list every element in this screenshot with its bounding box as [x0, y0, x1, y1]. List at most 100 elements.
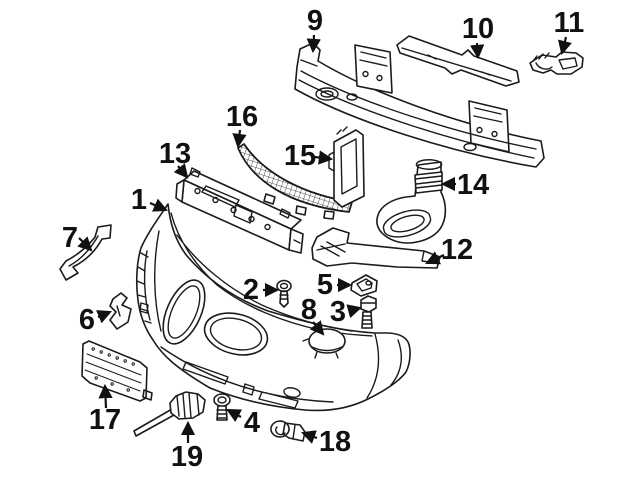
part-6-bracket [109, 292, 132, 330]
part-13-energy-absorber [175, 167, 304, 254]
callout-16[interactable]: 16 [226, 101, 258, 149]
callout-3[interactable]: 3 [330, 296, 363, 328]
callout-number[interactable]: 17 [89, 404, 121, 436]
part-18-park-sensor [270, 420, 306, 442]
part-11-side-bracket [529, 51, 584, 75]
callout-arrow [470, 42, 485, 60]
callout-number[interactable]: 7 [62, 222, 78, 254]
part-5-clip-nut [350, 274, 378, 297]
callout-8[interactable]: 8 [301, 294, 325, 336]
sensor-body [169, 391, 206, 420]
callout-number[interactable]: 6 [79, 304, 95, 336]
part-1-bumper-cover [135, 203, 411, 412]
part-16-center-grille-mesh [237, 143, 353, 220]
callout-2[interactable]: 2 [243, 274, 280, 306]
callout-arrow [314, 150, 334, 165]
part-3-bolt [360, 295, 377, 329]
callout-number[interactable]: 8 [301, 294, 317, 326]
part-17-license-plate-bracket [81, 340, 153, 402]
callout-10[interactable]: 10 [462, 13, 494, 60]
callout-arrow [226, 408, 243, 423]
rib-lines [414, 175, 443, 189]
callout-number[interactable]: 11 [554, 7, 585, 39]
detail-lines [136, 212, 403, 409]
detail-lines [298, 51, 537, 159]
callout-number[interactable]: 12 [441, 234, 473, 266]
detail-lines [275, 424, 296, 440]
callout-number[interactable]: 2 [243, 274, 259, 306]
detail-lines [532, 52, 578, 70]
detail-lines [279, 282, 289, 300]
callout-number[interactable]: 10 [462, 13, 494, 45]
part-15-side-support [328, 126, 365, 208]
detail-lines [316, 241, 438, 264]
detail-lines [68, 235, 99, 267]
detail-lines [401, 47, 512, 82]
callout-number[interactable]: 14 [457, 169, 489, 201]
callout-13[interactable]: 13 [159, 138, 191, 179]
callout-number[interactable]: 19 [171, 441, 203, 473]
callout-1[interactable]: 1 [131, 184, 168, 216]
outline [276, 279, 292, 308]
callout-12[interactable]: 12 [425, 234, 473, 266]
part-10-upper-trim-strip [396, 35, 520, 87]
part-9-impact-bar [294, 42, 545, 168]
detail-lines [360, 302, 377, 325]
callout-19[interactable]: 19 [171, 420, 203, 473]
callout-4[interactable]: 4 [226, 407, 260, 439]
callout-14[interactable]: 14 [440, 169, 489, 201]
callout-arrow [96, 310, 112, 324]
callout-arrow [149, 198, 168, 212]
cover-outline [135, 203, 411, 412]
callout-number[interactable]: 3 [330, 296, 346, 328]
detail-lines [116, 305, 121, 317]
callout-9[interactable]: 9 [306, 5, 323, 54]
part-4-screw [213, 393, 231, 421]
kidney-grille-right [203, 312, 269, 356]
kidney-grille-left-inner [167, 285, 201, 339]
callout-arrow [232, 129, 247, 149]
callout-arrow [77, 236, 93, 252]
mesh-tabs [263, 193, 335, 220]
cover-cap [308, 328, 346, 354]
callout-5[interactable]: 5 [317, 269, 353, 301]
callout-number[interactable]: 4 [244, 407, 260, 439]
callout-number[interactable]: 9 [307, 5, 323, 37]
callout-arrow [306, 34, 321, 54]
part-14-brake-air-duct [376, 159, 447, 244]
detail-lines [216, 396, 228, 419]
callout-17[interactable]: 17 [89, 383, 121, 436]
callout-number[interactable]: 16 [226, 101, 258, 133]
end-caps [175, 179, 304, 254]
outline [350, 274, 378, 297]
detail-lines [302, 338, 343, 359]
callout-arrow [309, 320, 325, 336]
outline [333, 129, 365, 208]
callout-arrow [425, 251, 445, 265]
callout-6[interactable]: 6 [79, 304, 112, 336]
callout-arrow [98, 383, 113, 409]
callout-15[interactable]: 15 [284, 140, 334, 172]
callout-number[interactable]: 5 [317, 269, 333, 301]
detail-lines [356, 278, 373, 292]
callout-number[interactable]: 18 [319, 426, 351, 458]
callout-18[interactable]: 18 [300, 426, 351, 458]
callout-arrow [346, 304, 363, 319]
outline [213, 393, 231, 421]
callout-7[interactable]: 7 [62, 222, 93, 254]
mouth-opening [382, 209, 432, 238]
callout-number[interactable]: 1 [131, 184, 147, 216]
outline [109, 292, 132, 330]
callout-11[interactable]: 11 [554, 7, 585, 56]
outline [360, 295, 377, 329]
callout-arrow [300, 430, 318, 444]
part-2-screw [276, 279, 292, 308]
sensor-pin [133, 408, 175, 437]
callout-number[interactable]: 15 [284, 140, 316, 172]
part-19-temperature-sensor [133, 391, 206, 437]
callout-arrow [558, 36, 572, 56]
outline [529, 51, 584, 75]
callout-number[interactable]: 13 [159, 138, 191, 170]
